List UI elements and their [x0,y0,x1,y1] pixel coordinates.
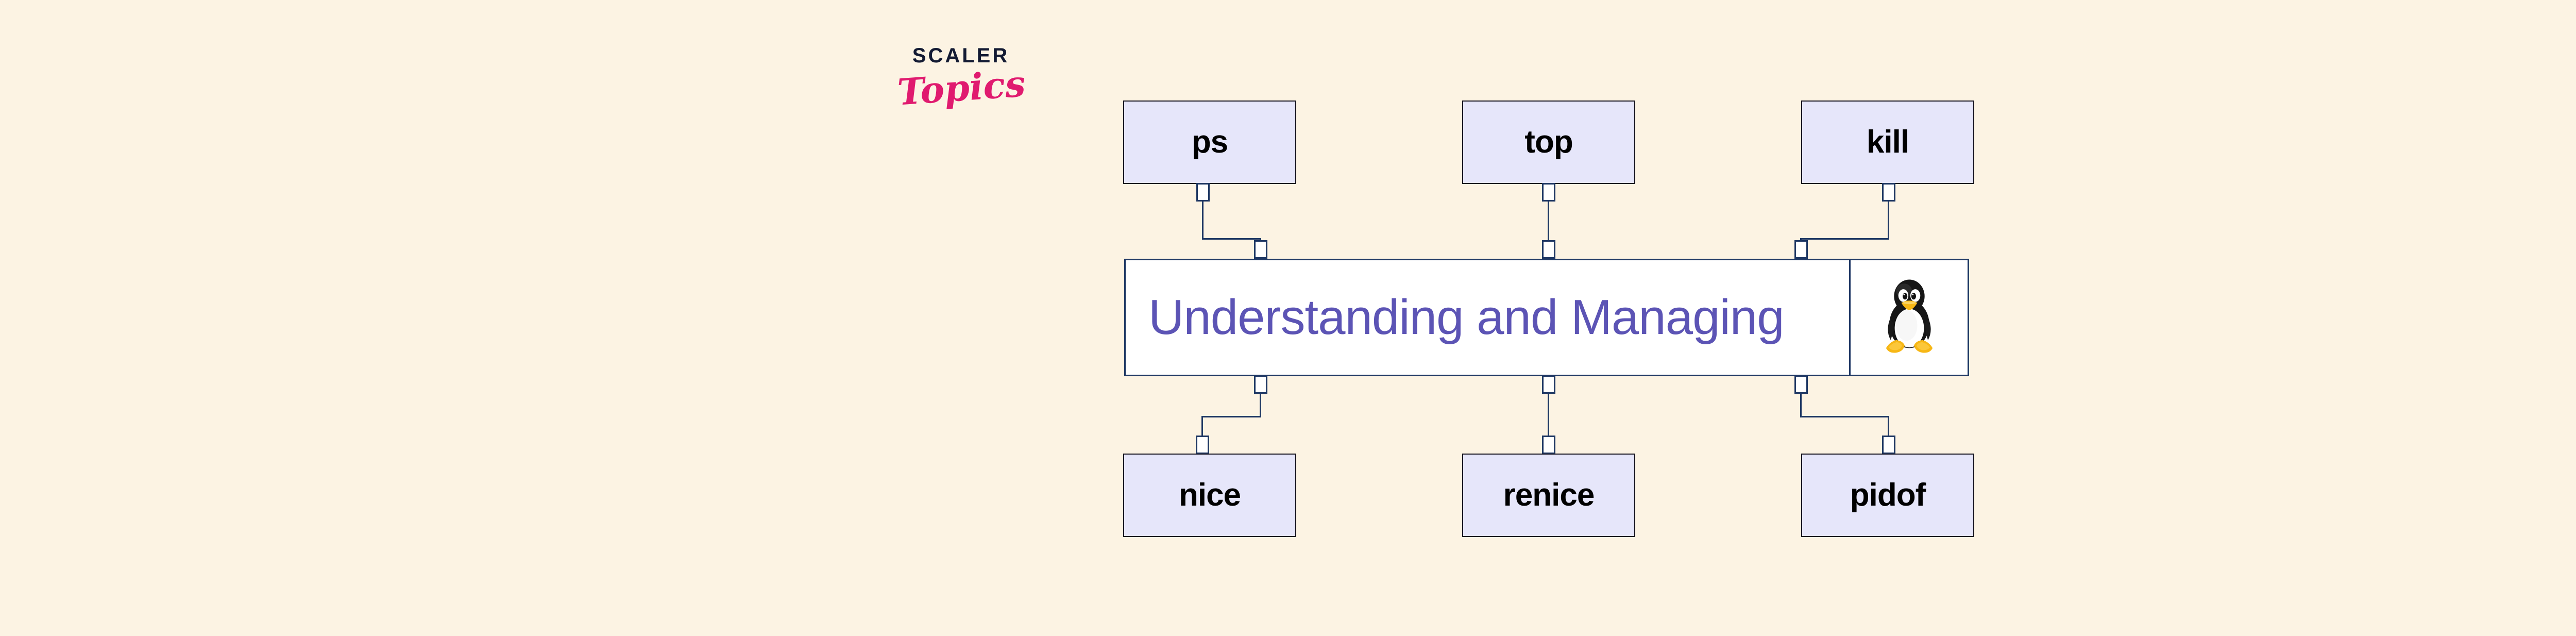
scaler-topics-logo: SCALER Topics [896,44,1031,143]
connector-plug-kill-target [1794,240,1808,259]
node-kill-label: kill [1866,124,1909,160]
connector-plug-top-target [1542,240,1555,259]
logo-scriptmark: Topics [896,62,1027,114]
connector-kill-segment-horizontal [1800,238,1889,240]
connector-plug-kill-source [1882,183,1895,202]
connector-nice-segment-vertical-1 [1260,393,1261,417]
connector-plug-top-source [1542,183,1555,202]
connector-plug-nice-source [1254,375,1267,394]
connector-ps-segment-vertical-1 [1202,200,1204,240]
linux-tux-penguin-icon [1886,279,1933,353]
node-top[interactable]: top [1462,101,1635,184]
connector-ps-segment-horizontal [1202,238,1261,240]
connector-nice-segment-vertical-2 [1201,416,1203,455]
connector-kill-segment-vertical-1 [1888,200,1889,240]
node-renice[interactable]: renice [1462,454,1635,537]
node-pidof[interactable]: pidof [1801,454,1974,537]
connector-pidof-segment-vertical-2 [1888,416,1889,455]
node-kill[interactable]: kill [1801,101,1974,184]
node-nice[interactable]: nice [1123,454,1296,537]
center-banner-icon-cell [1851,260,1968,375]
connector-renice-segment-vertical [1548,393,1549,436]
connector-plug-renice-target [1542,436,1555,454]
center-banner-title: Understanding and Managing [1148,290,1785,345]
connector-plug-pidof-source [1794,375,1808,394]
connector-nice-segment-horizontal [1201,416,1261,417]
node-renice-label: renice [1503,477,1595,513]
connector-plug-ps-source [1196,183,1210,202]
connector-plug-ps-target [1254,240,1267,259]
connector-pidof-segment-vertical-1 [1800,393,1802,417]
center-banner[interactable]: Understanding and Managing [1124,259,1969,376]
node-nice-label: nice [1178,477,1241,513]
connector-plug-renice-source [1542,375,1555,394]
logo-wordmark: SCALER [912,44,1010,67]
node-top-label: top [1524,124,1573,160]
connector-pidof-segment-horizontal [1800,416,1889,417]
center-banner-text-cell: Understanding and Managing [1126,260,1851,375]
connector-plug-nice-target [1196,436,1209,454]
node-ps-label: ps [1191,124,1228,160]
node-pidof-label: pidof [1850,477,1926,513]
node-ps[interactable]: ps [1123,101,1296,184]
connector-plug-pidof-target [1882,436,1895,454]
connector-top-segment-vertical [1548,200,1549,242]
